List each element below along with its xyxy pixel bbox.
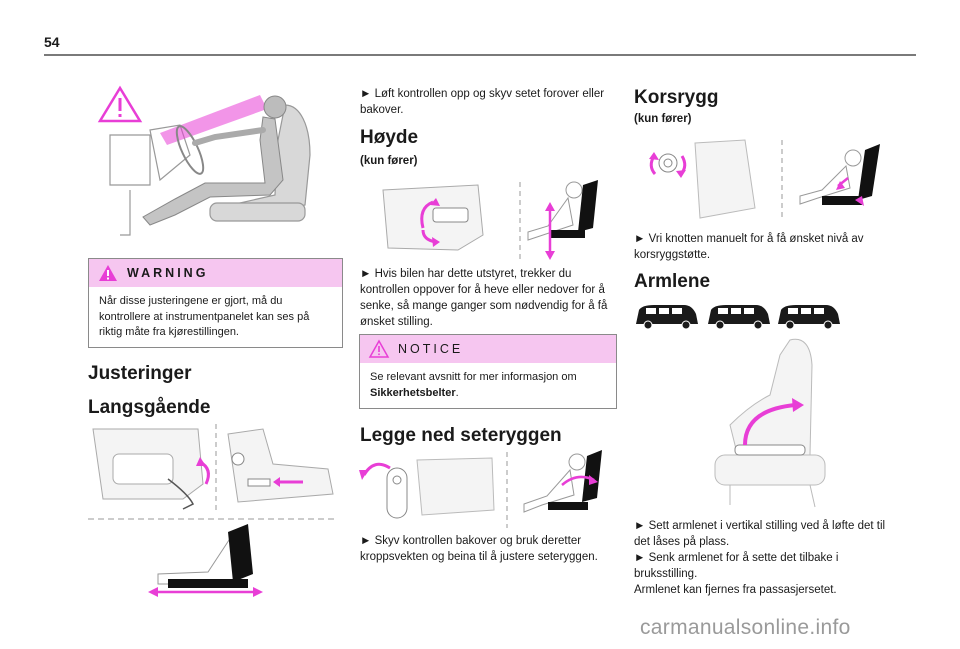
heading-korsrygg: Korsrygg — [634, 87, 719, 108]
van-icon — [636, 305, 698, 330]
armlene-instruction-1: ► Sett armlenet i vertikal stilling ved … — [634, 520, 886, 548]
notice-title: NOTICE — [398, 342, 464, 356]
armlene-instruction-2: ► Senk armlenet for å sette det tilbake … — [634, 552, 839, 580]
warning-text: Når disse justeringene er gjort, må du k… — [99, 295, 310, 338]
warning-header: WARNING — [89, 259, 342, 287]
page-number: 54 — [44, 34, 60, 50]
warning-title: WARNING — [127, 266, 209, 280]
warning-triangle-icon — [97, 85, 143, 123]
armlene-note: Armlenet kan fjernes fra passasjersetet. — [634, 584, 837, 596]
notice-text-prefix: Se relevant avsnitt for mer informasjon … — [370, 371, 577, 383]
korsrygg-instruction: ► Vri knotten manuelt for å få ønsket ni… — [634, 233, 864, 261]
van-icon — [778, 305, 840, 330]
top-rule — [44, 54, 916, 56]
heading-armlene: Armlene — [634, 271, 711, 292]
lumbar-illustration — [649, 139, 880, 219]
vehicle-variant-icons — [636, 305, 840, 330]
driver-position-illustration — [97, 85, 311, 236]
heading-justeringer: Justeringer — [88, 363, 192, 384]
legge-ned-instruction: ► Skyv kontrollen bakover og bruk derett… — [360, 535, 598, 563]
langsgaende-instruction: ► Løft kontrollen opp og skyv setet foro… — [360, 88, 605, 116]
notice-triangle-icon — [368, 339, 390, 358]
hoyde-subtitle: (kun fører) — [360, 155, 418, 167]
heading-hoyde: Høyde — [360, 127, 419, 148]
heading-legge-ned: Legge ned seteryggen — [360, 425, 562, 446]
height-illustration — [382, 180, 598, 260]
warning-box: WARNING Når disse justeringene er gjort,… — [88, 258, 343, 348]
watermark[interactable]: carmanualsonline.info — [640, 616, 851, 639]
backrest-illustration — [359, 450, 602, 528]
hoyde-instruction: ► Hvis bilen har dette utstyret, trekker… — [360, 268, 608, 328]
korsrygg-subtitle: (kun fører) — [634, 113, 692, 125]
notice-link-text: Sikkerhetsbelter — [370, 386, 456, 399]
armrest-illustration — [714, 338, 826, 508]
heading-langsgaende: Langsgående — [88, 397, 211, 418]
van-icon — [708, 305, 770, 330]
notice-header: NOTICE — [360, 335, 616, 363]
longitudinal-illustration — [88, 424, 336, 597]
notice-text-suffix: . — [455, 386, 459, 399]
notice-text: Se relevant avsnitt for mer informasjon … — [360, 363, 616, 409]
notice-box: NOTICE Se relevant avsnitt for mer infor… — [359, 334, 617, 409]
warning-triangle-icon — [99, 265, 117, 281]
